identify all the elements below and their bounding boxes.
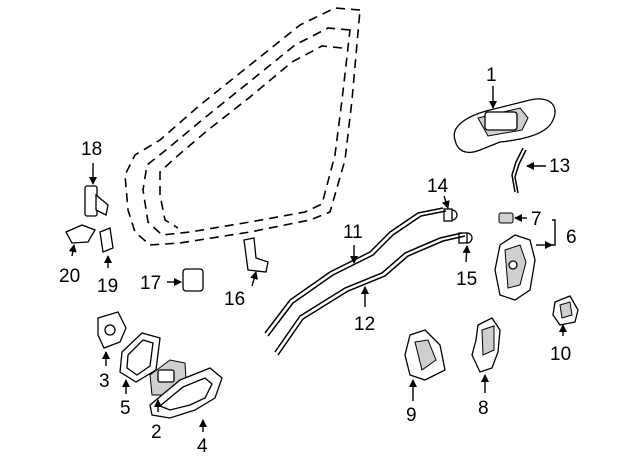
lock-switch [498,212,514,224]
callout-12: 12 [354,314,375,335]
callout-19: 19 [97,276,118,297]
striker-bracket [552,295,579,326]
door-lock-actuator [494,234,536,301]
rod-clip-lower [458,232,473,244]
latch-guard [471,317,501,373]
callout-5: 5 [120,398,131,419]
callout-9: 9 [406,405,417,426]
callout-3: 3 [99,371,110,392]
callout-4: 4 [197,436,208,457]
callout-1: 1 [486,65,497,86]
rod-clip-upper [443,208,458,222]
callout-20: 20 [59,266,80,287]
leader-arrows [68,86,567,432]
door-hinge [99,227,114,253]
door-check-bracket [84,185,109,217]
callout-6: 6 [566,227,577,248]
callout-17: 17 [140,273,161,294]
lock-rod-clip [511,147,527,194]
lock-rods [264,207,466,356]
callout-15: 15 [456,269,477,290]
callout-11: 11 [343,222,363,243]
callout-18: 18 [81,139,102,160]
callout-16: 16 [224,289,245,310]
callout-10: 10 [550,344,571,365]
callout-13: 13 [549,156,570,177]
handle-trim-cover [149,367,223,419]
callout-7: 7 [531,209,542,230]
door-outline [124,7,361,246]
handle-escutcheon [97,311,127,349]
callout-8: 8 [478,398,489,419]
outside-door-handle [453,98,556,154]
door-check-link [65,224,96,244]
inside-handle-bracket [404,329,446,381]
callout-14: 14 [427,176,449,197]
rod-holder [243,237,269,273]
bumper-block [182,268,204,292]
callout-2: 2 [151,422,162,443]
